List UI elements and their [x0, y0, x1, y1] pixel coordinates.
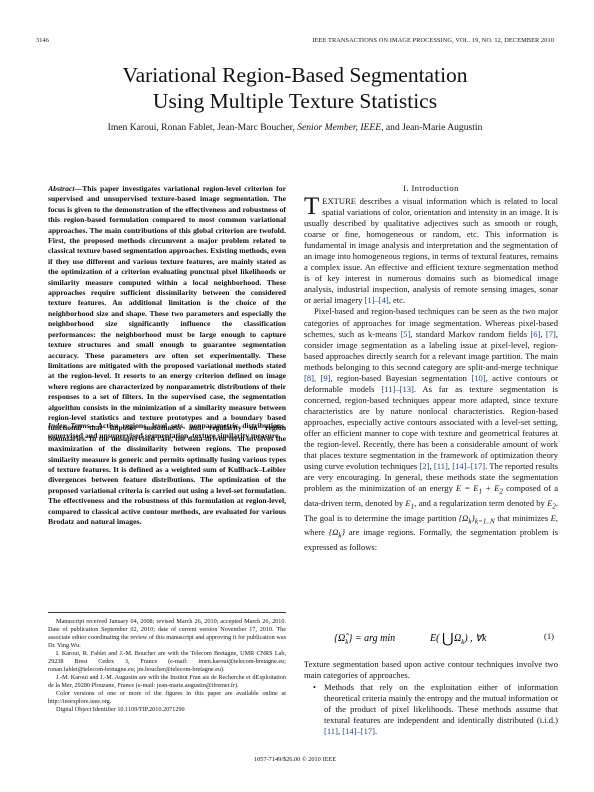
intro-p1-end: , etc.: [388, 295, 406, 306]
footnote-affiliation-2: J.-M. Karoui and J.-M. Augustin are with…: [48, 674, 286, 689]
index-terms-label: Index Terms: [48, 421, 90, 430]
intro-p1-text: EXTURE describes a visual information wh…: [304, 196, 558, 306]
citation-link[interactable]: [6]: [530, 328, 541, 339]
citation-link[interactable]: [5]: [400, 328, 411, 339]
index-terms-text: —Active regions, level sets, nonparametr…: [48, 421, 287, 441]
page-number: 3146: [36, 37, 49, 44]
copyright-footer: 1057-7149/$26.00 © 2010 IEEE: [253, 756, 337, 763]
footnotes: Manuscript received January 04, 2008; re…: [48, 618, 286, 714]
footnote-manuscript: Manuscript received January 04, 2008; re…: [48, 618, 286, 649]
bullet-text-a: Methods that rely on the exploitation ei…: [324, 682, 558, 725]
abstract: Abstract—This paper investigates variati…: [48, 184, 286, 527]
title-line-1: Variational Region-Based Segmentation: [122, 63, 468, 87]
citation-link[interactable]: [1]–[4]: [364, 295, 389, 306]
intro-p2-text: , region-based Bayesian segmentation: [330, 372, 472, 383]
author-role: Senior Member, IEEE: [297, 122, 382, 133]
intro-p2-text: . The goal is to determine the image par…: [304, 497, 558, 523]
intro-p2-text: ,: [540, 328, 546, 339]
footnote-affiliation-1: I. Karoui, R. Fablet and J.-M. Boucher a…: [48, 650, 286, 673]
svg-text:Ωk) , ∀k: Ωk) , ∀k: [454, 633, 487, 646]
citation-link[interactable]: [14]–[17]: [342, 726, 375, 736]
intro-p2-text: , active contours or deformable models: [304, 372, 558, 394]
footnote-color: Color versions of one or more of the fig…: [48, 690, 286, 705]
intro-paragraph-2: Pixel-based and region-based techniques …: [304, 306, 558, 553]
title-line-2: Using Multiple Texture Statistics: [152, 89, 438, 113]
intro-p2-text: , where: [304, 512, 558, 538]
journal-header: IEEE TRANSACTIONS ON IMAGE PROCESSING, V…: [312, 37, 554, 44]
bullet-text: Methods that rely on the exploitation ei…: [324, 682, 558, 737]
intro-p2-text: . As far as texture segmentation is conc…: [304, 383, 558, 472]
svg-text:E(: E(: [429, 633, 440, 644]
post-equation-text: Texture segmentation based upon active c…: [304, 659, 558, 681]
svg-text:⋃: ⋃: [442, 631, 453, 647]
drop-cap: T: [304, 193, 320, 220]
post-equation-paragraph: Texture segmentation based upon active c…: [304, 659, 558, 680]
abstract-text: —This paper investigates variational reg…: [48, 184, 286, 526]
footnote-doi: Digital Object Identifier 10.1109/TIP.20…: [56, 706, 185, 713]
bullet-text-c: .: [374, 726, 378, 736]
intro-p2-text: composed of a data-driven term, denoted …: [304, 483, 559, 508]
citation-link[interactable]: [2]: [419, 461, 430, 472]
author-list: Imen Karoui, Ronan Fablet, Jean-Marc Bou…: [36, 122, 554, 133]
bullet-dot: •: [313, 682, 316, 692]
intro-p2-text: are image regions. Formally, the segment…: [304, 527, 558, 553]
intro-p2-text: . The reported results are very encourag…: [304, 461, 558, 494]
equation-graphic: {Ω̂k} = arg min E( ⋃ Ωk) , ∀k: [334, 631, 487, 647]
citation-link[interactable]: [10]: [471, 372, 486, 383]
footnote-divider: [48, 612, 286, 613]
math-energy: E = E1 + E2: [456, 483, 503, 496]
citation-link[interactable]: [8], [9]: [304, 372, 331, 383]
bullet-text-b: ,: [337, 726, 343, 736]
math-reg-term: E2: [547, 497, 556, 511]
index-terms: Index Terms—Active regions, level sets, …: [48, 421, 286, 442]
intro-p2-text: Pixel-based and region-based techniques …: [304, 306, 558, 339]
math-partition: {Ωk}k=1..N: [458, 512, 495, 526]
equation-number: (1): [543, 631, 554, 641]
section-heading: I. Introduction: [403, 183, 459, 193]
svg-text:{Ω̂k} = arg min: {Ω̂k} = arg min: [334, 633, 395, 646]
intro-p2-text: , consider image segmentation as a label…: [304, 328, 558, 372]
authors-tail: , and Jean-Marie Augustin: [381, 122, 483, 133]
math-data-term: E1: [405, 497, 415, 511]
citation-link[interactable]: [11]–[13]: [381, 383, 414, 394]
citation-link[interactable]: [14]–[17]: [452, 461, 486, 472]
equation-1: {Ω̂k} = arg min E( ⋃ Ωk) , ∀k (1): [304, 627, 558, 647]
intro-p2-text: ,: [429, 461, 434, 472]
citation-link[interactable]: [11]: [433, 461, 448, 472]
intro-p2-text: that minimizes: [494, 512, 551, 523]
intro-p2-text: ,: [447, 461, 453, 472]
intro-p2-text: , standard Markov random fields: [410, 328, 531, 339]
bullet-item: • Methods that rely on the exploitation …: [304, 682, 558, 737]
intro-p2-text: , and a regularization term denoted by: [414, 497, 548, 508]
citation-link[interactable]: [7]: [545, 328, 556, 339]
authors-main: Imen Karoui, Ronan Fablet, Jean-Marc Bou…: [107, 122, 298, 133]
math-regions: {Ωk}: [328, 527, 345, 541]
citation-link[interactable]: [11]: [324, 726, 338, 736]
abstract-label: Abstract: [48, 184, 75, 193]
math-energy-ref: E: [550, 512, 556, 523]
paper-title: Variational Region-Based Segmentation Us…: [36, 62, 554, 114]
